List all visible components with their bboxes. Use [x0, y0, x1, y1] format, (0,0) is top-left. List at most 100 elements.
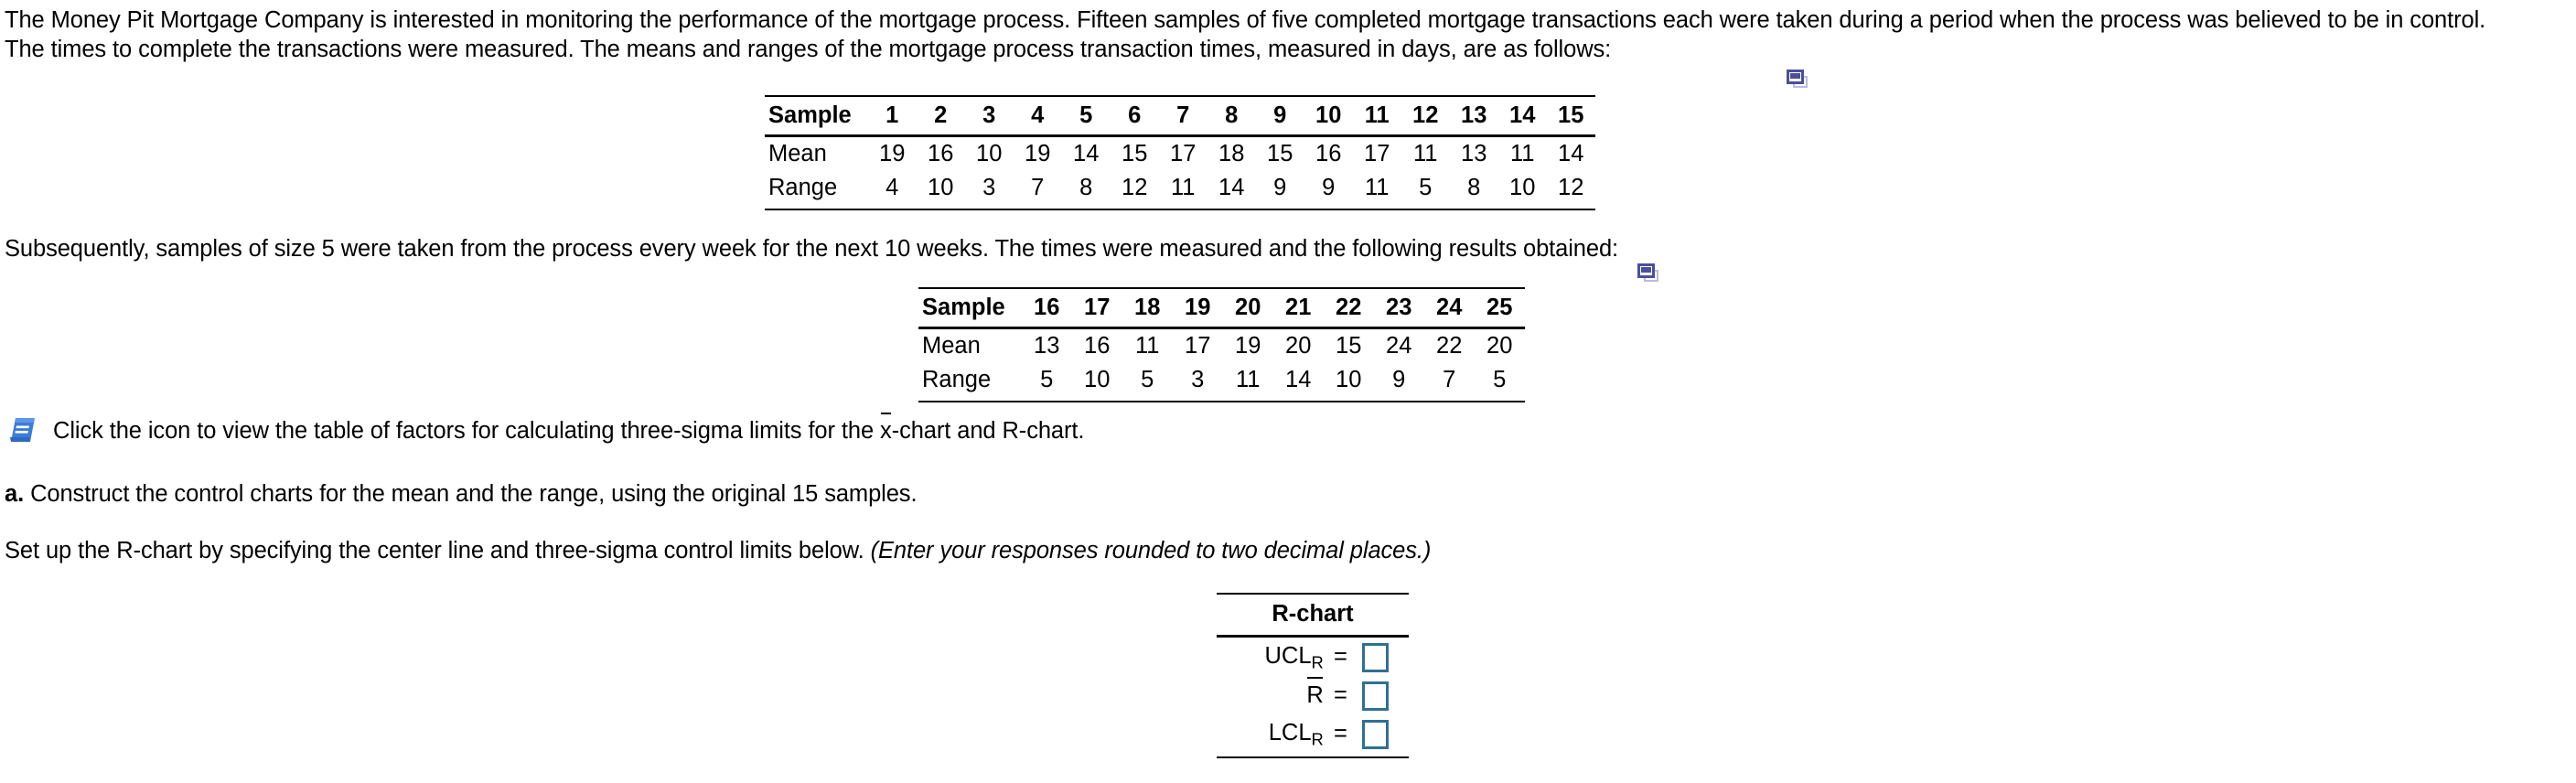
range-value-cell: 8 — [1061, 171, 1111, 210]
sample-number-cell: 5 — [1061, 94, 1111, 137]
link-text-pre: Click the icon to view the table of fact… — [53, 418, 881, 444]
range-value-cell: 9 — [1255, 171, 1304, 210]
sample-number-cell: 22 — [1323, 286, 1374, 329]
table-of-factors-link[interactable]: Click the icon to view the table of fact… — [53, 412, 1085, 446]
sample-number-cell: 18 — [1122, 286, 1173, 329]
mean-value-cell: 17 — [1170, 140, 1197, 166]
answer-input-cell — [1353, 638, 1409, 677]
part-a-text: Construct the control charts for the mea… — [30, 481, 918, 507]
answer-input-cell — [1353, 714, 1409, 756]
sample-number-cell: 4 — [1013, 94, 1062, 137]
mean-value-cell: 13 — [1461, 140, 1487, 166]
sample-number-cell: 12 — [1401, 94, 1450, 137]
sample-number-cell: 17 — [1071, 286, 1122, 329]
r-chart-bottom-rule — [1217, 756, 1409, 758]
sample-number-cell: 20 — [1222, 286, 1273, 329]
range-value-cell: 10 — [1497, 171, 1547, 210]
range-value-cell: 4 — [867, 171, 917, 210]
intro-line-2: The times to complete the transactions w… — [5, 37, 1612, 62]
mean-value-cell: 14 — [1073, 140, 1100, 166]
range-value-cell: 5 — [1401, 171, 1450, 210]
sample-number-cell: 21 — [1272, 286, 1324, 329]
sample-number-cell: 16 — [1021, 286, 1072, 329]
popout-window-icon-table-2[interactable] — [1637, 263, 1661, 284]
mean-value-cell: 20 — [1285, 332, 1312, 359]
answer-input-r[interactable] — [1362, 681, 1390, 711]
mean-value-cell: 17 — [1364, 140, 1390, 166]
mean-value-cell: 18 — [1218, 140, 1245, 166]
range-value-cell: 11 — [1352, 171, 1401, 210]
x-bar-symbol: x — [880, 412, 892, 446]
range-value-cell: 14 — [1272, 363, 1324, 402]
popout-window-icon-table-1[interactable] — [1787, 70, 1810, 90]
table2-mean-label: Mean — [922, 332, 981, 359]
answer-row-label: UCLR — [1217, 638, 1328, 677]
range-value-cell: 3 — [1172, 363, 1223, 402]
mean-value-cell: 14 — [1558, 140, 1584, 166]
sample-number-cell: 8 — [1207, 94, 1256, 137]
table1-range-label: Range — [765, 171, 868, 210]
blue-book-icon[interactable] — [7, 416, 38, 444]
range-value-cell: 12 — [1546, 171, 1595, 210]
mean-value-cell: 16 — [1315, 140, 1342, 166]
range-value-cell: 10 — [1071, 363, 1122, 402]
popout-front-window — [1787, 70, 1804, 84]
answer-input-uclr[interactable] — [1362, 642, 1390, 672]
sample-number-cell: 6 — [1110, 94, 1159, 137]
table2-range-label: Range — [918, 363, 1022, 402]
instruction-italic: (Enter your responses rounded to two dec… — [870, 538, 1432, 563]
mean-value-cell: 16 — [928, 140, 954, 166]
table1-mean-label: Mean — [768, 140, 827, 166]
sample-number-cell: 7 — [1158, 94, 1208, 137]
range-value-cell: 5 — [1474, 363, 1525, 402]
answer-label-main: R — [1306, 676, 1324, 711]
sample-number-cell: 19 — [1172, 286, 1223, 329]
mean-value-cell: 19 — [1025, 140, 1051, 166]
answer-label-subscript: R — [1311, 652, 1324, 672]
range-value-cell: 5 — [1122, 363, 1173, 402]
mean-value-cell: 15 — [1122, 140, 1148, 166]
mean-value-cell: 24 — [1386, 332, 1412, 359]
answer-input-lclr[interactable] — [1362, 720, 1390, 750]
mean-value-cell: 16 — [1084, 332, 1111, 359]
link-text-post: -chart and R-chart. — [891, 418, 1085, 444]
mean-value-cell: 11 — [1412, 140, 1438, 166]
answer-row-label: LCLR — [1217, 714, 1328, 756]
range-value-cell: 7 — [1423, 363, 1475, 402]
mean-value-cell: 19 — [1235, 332, 1261, 359]
range-value-cell: 11 — [1222, 363, 1273, 402]
range-value-cell: 8 — [1449, 171, 1498, 210]
sample-number-cell: 10 — [1304, 94, 1353, 137]
instruction-plain: Set up the R-chart by specifying the cen… — [5, 538, 871, 563]
answer-label-subscript: R — [1311, 729, 1324, 749]
sample-number-cell: 24 — [1423, 286, 1475, 329]
range-value-cell: 14 — [1207, 171, 1256, 210]
range-value-cell: 9 — [1304, 171, 1353, 210]
sample-number-cell: 11 — [1352, 94, 1401, 137]
r-chart-answer-block: R-chart UCLR=R=LCLR= — [1217, 593, 1409, 758]
r-chart-answer-table: UCLR=R=LCLR= — [1217, 638, 1409, 756]
table1-header-label: Sample — [765, 94, 868, 137]
sample-number-cell: 1 — [867, 94, 917, 137]
mean-value-cell: 17 — [1185, 332, 1211, 359]
sample-number-cell: 3 — [964, 94, 1014, 137]
r-chart-answer-row: LCLR= — [1217, 714, 1409, 756]
range-value-cell: 5 — [1021, 363, 1072, 402]
mean-value-cell: 15 — [1336, 332, 1362, 359]
answer-label-main: LCL — [1268, 719, 1312, 745]
range-value-cell: 3 — [964, 171, 1014, 210]
range-value-cell: 12 — [1110, 171, 1159, 210]
range-value-cell: 10 — [1323, 363, 1374, 402]
r-chart-answer-row: R= — [1217, 676, 1409, 714]
mean-value-cell: 10 — [976, 140, 1003, 166]
sample-number-cell: 2 — [916, 94, 965, 137]
second-paragraph: Subsequently, samples of size 5 were tak… — [5, 236, 1619, 262]
answer-input-cell — [1353, 677, 1409, 714]
